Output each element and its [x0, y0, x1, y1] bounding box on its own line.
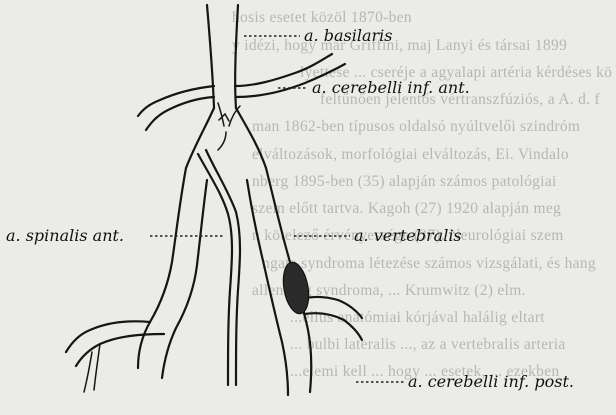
- label-cerebelli-inf-post: a. cerebelli inf. post.: [408, 372, 574, 391]
- label-vertebralis: a. vertebralis: [354, 226, 462, 245]
- label-spinalis-ant: a. spinalis ant.: [6, 226, 124, 245]
- label-cerebelli-inf-ant: a. cerebelli inf. ant.: [312, 78, 470, 97]
- label-basilaris: a. basilaris: [304, 26, 392, 45]
